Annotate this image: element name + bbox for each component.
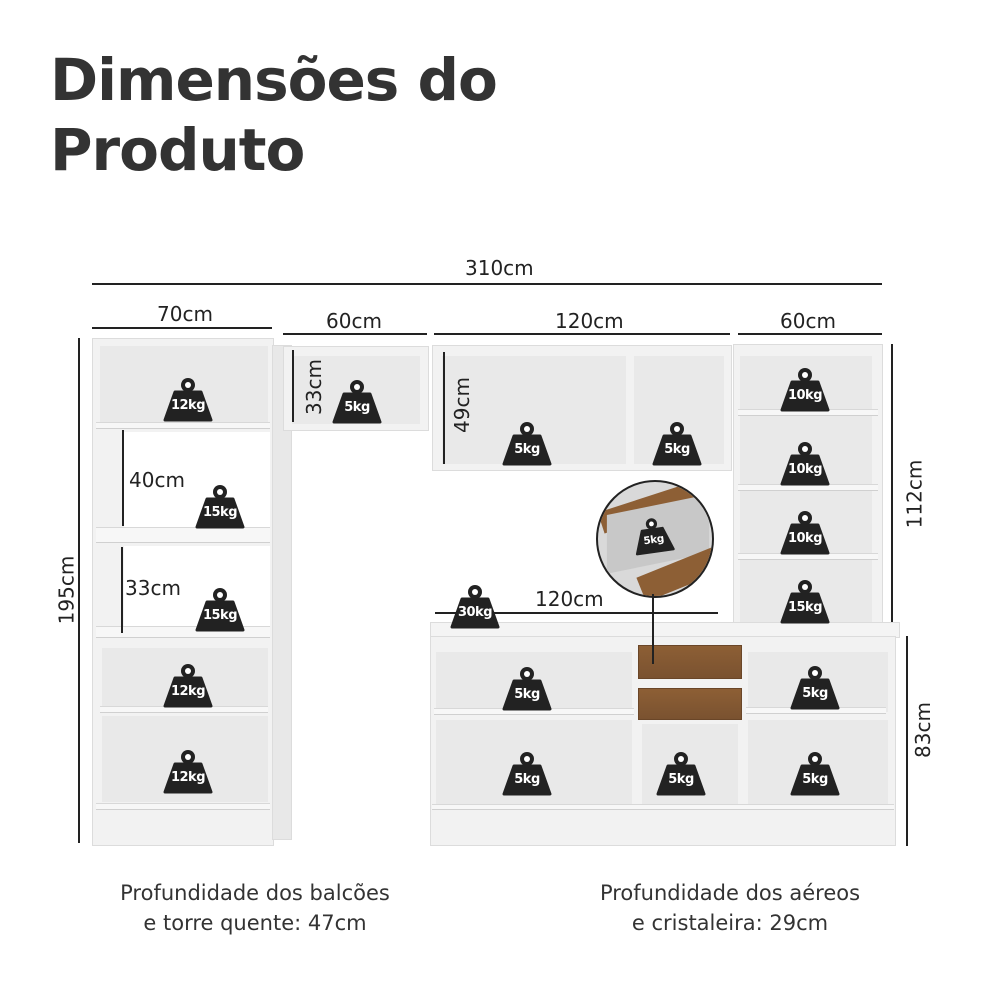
niche-33-label: 33cm bbox=[125, 576, 181, 600]
aereo-60-height-line bbox=[292, 350, 294, 422]
weight-capacity-icon: 12kg bbox=[163, 748, 213, 794]
tower-oven-opening bbox=[124, 432, 270, 527]
aereo-60-height-label: 33cm bbox=[301, 359, 326, 415]
total-width-label: 310cm bbox=[465, 256, 534, 280]
weight-capacity-icon: 5kg bbox=[631, 514, 676, 556]
drawer-front-2 bbox=[638, 688, 742, 720]
weight-capacity-icon: 12kg bbox=[163, 662, 213, 708]
weight-label: 10kg bbox=[787, 531, 823, 546]
tower-width-line bbox=[92, 327, 272, 329]
weight-capacity-icon: 12kg bbox=[163, 376, 213, 422]
weight-capacity-icon: 15kg bbox=[780, 578, 830, 624]
weight-label: 5kg bbox=[668, 772, 694, 787]
aereo-60-width-line bbox=[283, 333, 427, 335]
title-line-2: Produto bbox=[50, 116, 305, 184]
weight-capacity-icon: 30kg bbox=[450, 583, 500, 629]
tower-height-label: 195cm bbox=[54, 555, 79, 625]
tower-height-line bbox=[78, 338, 80, 843]
weight-capacity-icon: 5kg bbox=[790, 750, 840, 796]
tower-shelf bbox=[96, 527, 270, 543]
depth-note-counters-line1: Profundidade dos balcões bbox=[120, 881, 390, 905]
weight-capacity-icon: 5kg bbox=[502, 420, 552, 466]
weight-capacity-icon: 15kg bbox=[195, 586, 245, 632]
weight-capacity-icon: 5kg bbox=[656, 750, 706, 796]
weight-label: 5kg bbox=[802, 686, 828, 701]
weight-label: 15kg bbox=[202, 505, 238, 520]
cristaleira-width-line bbox=[738, 333, 882, 335]
weight-label: 30kg bbox=[457, 605, 493, 620]
page-title: Dimensões do Produto bbox=[50, 45, 498, 185]
balcao-height-line bbox=[906, 636, 908, 846]
weight-capacity-icon: 5kg bbox=[790, 664, 840, 710]
tower-shelf bbox=[96, 803, 270, 810]
drawer-front-1 bbox=[638, 645, 742, 679]
depth-note-counters-line2: e torre quente: 47cm bbox=[143, 911, 367, 935]
weight-label: 10kg bbox=[787, 462, 823, 477]
total-width-line bbox=[92, 283, 882, 285]
depth-note-counters: Profundidade dos balcões e torre quente:… bbox=[100, 878, 410, 938]
weight-capacity-icon: 5kg bbox=[332, 378, 382, 424]
weight-label: 12kg bbox=[170, 398, 206, 413]
aereo-120-height-label: 49cm bbox=[449, 377, 474, 433]
weight-label: 5kg bbox=[514, 772, 540, 787]
balcao-width-label: 120cm bbox=[535, 587, 604, 611]
balcao-height-label: 83cm bbox=[910, 702, 935, 758]
weight-capacity-icon: 10kg bbox=[780, 440, 830, 486]
cristaleira-height-line bbox=[891, 344, 893, 626]
tower-side-panel bbox=[272, 345, 292, 840]
tower-microwave-opening bbox=[124, 546, 270, 626]
tower-shelf bbox=[96, 422, 270, 429]
depth-note-cabinets: Profundidade dos aéreos e cristaleira: 2… bbox=[575, 878, 885, 938]
weight-capacity-icon: 10kg bbox=[780, 509, 830, 555]
aereo-120-height-line bbox=[443, 352, 445, 464]
title-line-1: Dimensões do bbox=[50, 46, 498, 114]
weight-label: 5kg bbox=[514, 687, 540, 702]
weight-capacity-icon: 15kg bbox=[195, 483, 245, 529]
weight-capacity-icon: 5kg bbox=[502, 750, 552, 796]
niche-40-line bbox=[122, 430, 124, 526]
weight-label: 12kg bbox=[170, 770, 206, 785]
depth-note-cabinets-line2: e cristaleira: 29cm bbox=[631, 911, 829, 935]
drawer-pointer-line bbox=[652, 594, 654, 664]
niche-40-label: 40cm bbox=[129, 468, 185, 492]
weight-label: 5kg bbox=[802, 772, 828, 787]
cristaleira-width-label: 60cm bbox=[780, 309, 836, 333]
weight-label: 5kg bbox=[344, 400, 370, 415]
cristaleira-height-label: 112cm bbox=[902, 459, 927, 529]
weight-label: 5kg bbox=[514, 442, 540, 457]
weight-label: 15kg bbox=[787, 600, 823, 615]
weight-label: 10kg bbox=[787, 388, 823, 403]
weight-label: 5kg bbox=[664, 442, 690, 457]
aereo-120-width-label: 120cm bbox=[555, 309, 624, 333]
aereo-120-width-line bbox=[434, 333, 730, 335]
depth-note-cabinets-line1: Profundidade dos aéreos bbox=[599, 881, 861, 905]
weight-label: 15kg bbox=[202, 608, 238, 623]
weight-label: 12kg bbox=[170, 684, 206, 699]
balcao-width-line bbox=[435, 612, 718, 614]
weight-capacity-icon: 5kg bbox=[652, 420, 702, 466]
tower-width-label: 70cm bbox=[157, 302, 213, 326]
weight-capacity-icon: 5kg bbox=[502, 665, 552, 711]
niche-33-line bbox=[121, 547, 123, 633]
balcao-base-shelf bbox=[432, 804, 894, 810]
aereo-60-width-label: 60cm bbox=[326, 309, 382, 333]
weight-capacity-icon: 10kg bbox=[780, 366, 830, 412]
